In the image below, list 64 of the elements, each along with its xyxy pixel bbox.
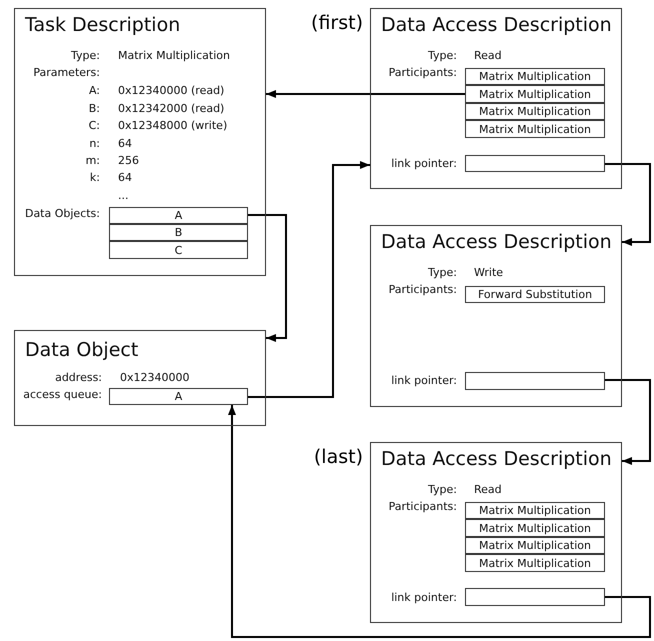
field-value: 0x12342000 (read): [118, 102, 224, 116]
field-value: 0x12340000 (read): [118, 84, 224, 98]
field-label: Participants:: [388, 66, 457, 80]
arrow: [248, 214, 287, 342]
arrow: [605, 379, 651, 465]
field-label: k:: [90, 171, 100, 185]
field-label: Parameters:: [33, 66, 100, 80]
field-label: address:: [55, 371, 102, 385]
box-title: Data Access Description: [381, 448, 612, 470]
field-label: Data Objects:: [24, 207, 100, 221]
pointer-field: [465, 155, 605, 172]
table-cell: A: [109, 388, 248, 405]
field-label: access queue:: [23, 388, 102, 402]
field-label: C:: [88, 119, 100, 133]
field-label: link pointer:: [391, 591, 457, 605]
sequence-label: (first): [311, 12, 363, 34]
field-value: Read: [474, 483, 502, 497]
table-cell: C: [109, 241, 248, 259]
arrow: [248, 161, 370, 398]
field-value: 0x12340000: [120, 371, 190, 385]
field-value: Write: [474, 266, 504, 280]
table-cell: B: [109, 224, 248, 241]
table-cell: A: [109, 207, 248, 224]
field-label: n:: [89, 137, 100, 151]
table-cell: Matrix Multiplication: [465, 103, 605, 120]
field-label: m:: [86, 154, 100, 168]
field-label: Type:: [428, 49, 457, 63]
field-label: Type:: [428, 266, 457, 280]
pointer-field: [465, 588, 605, 606]
arrow: [266, 90, 465, 98]
arrow: [605, 163, 651, 246]
field-label: B:: [88, 102, 100, 116]
box-title: Task Description: [25, 14, 180, 36]
table-cell: Matrix Multiplication: [465, 68, 605, 85]
field-label: link pointer:: [391, 157, 457, 171]
field-label: A:: [88, 84, 100, 98]
field-value: 256: [118, 154, 139, 168]
field-label: Type:: [428, 483, 457, 497]
box-title: Data Object: [25, 339, 138, 361]
field-value: 0x12348000 (write): [118, 119, 228, 133]
table-cell: Matrix Multiplication: [465, 85, 605, 103]
table-cell: Matrix Multiplication: [465, 554, 605, 572]
sequence-label: (last): [314, 446, 363, 468]
field-label: Participants:: [388, 500, 457, 514]
field-label: Type:: [71, 49, 100, 63]
table-cell: Forward Substitution: [465, 286, 605, 303]
table-cell: Matrix Multiplication: [465, 519, 605, 537]
table-cell: Matrix Multiplication: [465, 502, 605, 519]
arrow: [228, 405, 651, 638]
table-cell: Matrix Multiplication: [465, 537, 605, 554]
description-box: [14, 8, 266, 276]
pointer-field: [465, 372, 605, 390]
description-box: [370, 225, 622, 407]
description-box: [14, 330, 266, 426]
field-label: link pointer:: [391, 374, 457, 388]
box-title: Data Access Description: [381, 231, 612, 253]
field-value: 64: [118, 137, 132, 151]
field-value: ...: [118, 189, 128, 203]
field-value: 64: [118, 171, 132, 185]
box-title: Data Access Description: [381, 14, 612, 36]
table-cell: Matrix Multiplication: [465, 120, 605, 138]
field-value: Matrix Multiplication: [118, 49, 230, 63]
field-value: Read: [474, 49, 502, 63]
field-label: Participants:: [388, 283, 457, 297]
